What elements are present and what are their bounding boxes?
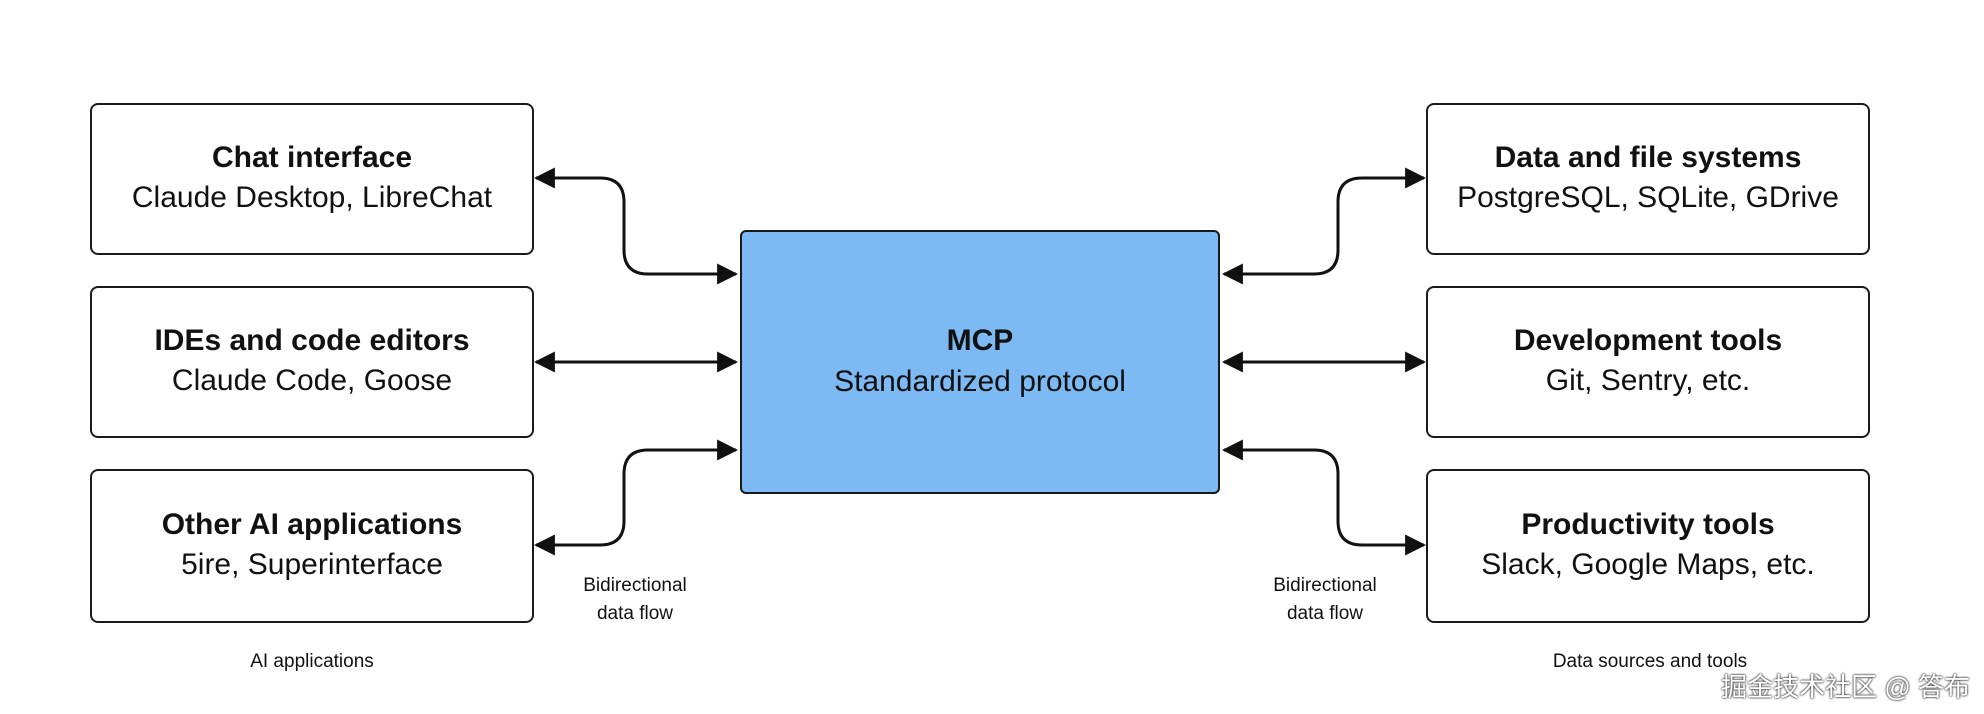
box-subtitle: 5ire, Superinterface — [181, 548, 443, 581]
box-title: IDEs and code editors — [154, 324, 470, 357]
left-flow-note: Bidirectional data flow — [560, 572, 710, 628]
mcp-center-box: MCP Standardized protocol — [740, 230, 1220, 494]
box-subtitle: Claude Desktop, LibreChat — [131, 181, 493, 214]
left-flow-note-line2: data flow — [596, 603, 674, 624]
box-title: Chat interface — [211, 141, 413, 174]
box-subtitle: PostgreSQL, SQLite, GDrive — [1457, 181, 1839, 214]
left-group-label: AI applications — [250, 651, 374, 672]
mcp-subtitle: Standardized protocol — [834, 365, 1126, 398]
box-title: Productivity tools — [1521, 508, 1775, 541]
right-flow-note-line2: data flow — [1286, 603, 1364, 624]
box-productivity-tools: Productivity tools Slack, Google Maps, e… — [1426, 469, 1870, 623]
box-subtitle: Slack, Google Maps, etc. — [1481, 548, 1815, 581]
arrow-mcp-to-productivity — [1221, 439, 1427, 556]
right-flow-note: Bidirectional data flow — [1250, 572, 1400, 628]
arrow-chat-to-mcp — [533, 167, 739, 285]
watermark: 掘金技术社区 @ 答布 — [1721, 672, 1970, 702]
box-data-file-systems: Data and file systems PostgreSQL, SQLite… — [1426, 103, 1870, 255]
right-flow-note-line1: Bidirectional — [1273, 575, 1377, 596]
right-group-label: Data sources and tools — [1552, 651, 1748, 672]
box-subtitle: Git, Sentry, etc. — [1545, 364, 1751, 397]
box-title: Development tools — [1513, 324, 1783, 357]
box-ides-code-editors: IDEs and code editors Claude Code, Goose — [90, 286, 534, 438]
mcp-title: MCP — [946, 324, 1014, 357]
box-title: Data and file systems — [1494, 141, 1802, 174]
box-development-tools: Development tools Git, Sentry, etc. — [1426, 286, 1870, 438]
arrow-mcp-to-data-files — [1221, 167, 1427, 285]
box-subtitle: Claude Code, Goose — [171, 364, 453, 397]
box-chat-interface: Chat interface Claude Desktop, LibreChat — [90, 103, 534, 255]
box-title: Other AI applications — [161, 508, 463, 541]
box-other-ai-applications: Other AI applications 5ire, Superinterfa… — [90, 469, 534, 623]
left-flow-note-line1: Bidirectional — [583, 575, 687, 596]
arrow-other-ai-to-mcp — [533, 439, 739, 556]
